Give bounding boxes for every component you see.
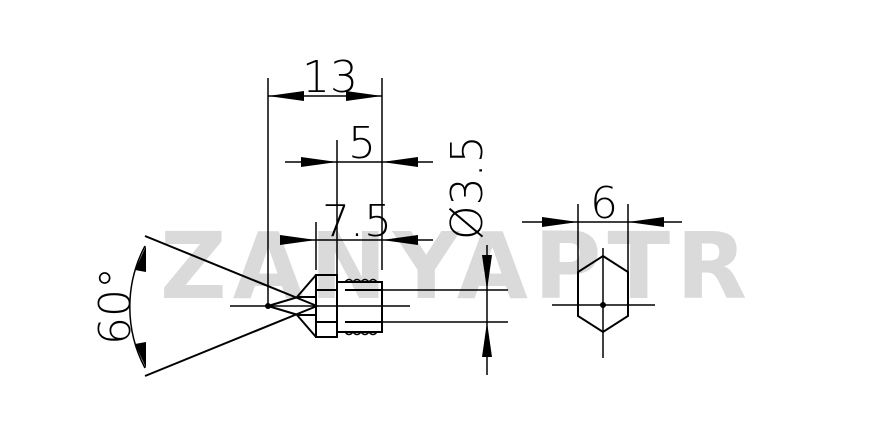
tip-angle-label: 60° [90, 267, 141, 345]
overall-length-label: 13 [302, 52, 358, 103]
dimension-overall-length: 13 [267, 52, 383, 305]
dimension-tip-angle: 60° [90, 235, 318, 377]
dimension-body-length: 7.5 [280, 196, 433, 270]
body-length-label: 7.5 [322, 196, 392, 247]
diameter-label: Ø3.5 [442, 135, 493, 240]
thread-length-label: 5 [348, 118, 376, 169]
dimension-diameter: Ø3.5 [382, 135, 508, 375]
dimension-thread-length: 5 [285, 118, 433, 280]
watermark: ZANYAPTR [160, 213, 753, 320]
hex-end-view: 6 [522, 178, 682, 358]
hex-width-label: 6 [590, 178, 618, 229]
nozzle-side-view [230, 274, 410, 338]
